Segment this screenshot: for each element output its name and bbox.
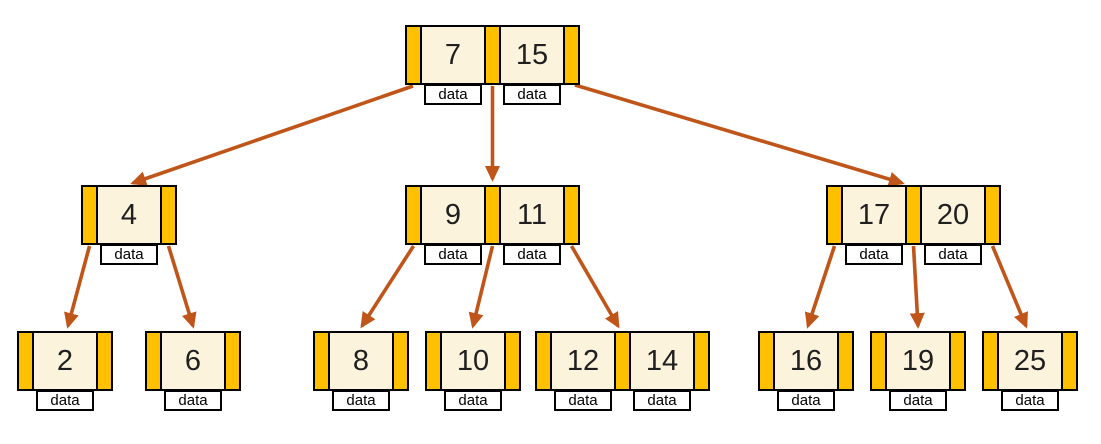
key-cell: 16 data: [775, 331, 837, 411]
key-cell: 7 data: [422, 25, 484, 105]
child-pointer-slot: [160, 185, 177, 245]
btree-node-25: 25 data: [982, 331, 1078, 411]
key-cell: 2 data: [34, 331, 96, 411]
child-pointer-slot: [984, 185, 1001, 245]
btree-node-4: 4 data: [81, 185, 177, 265]
key-cell: 17 data: [843, 185, 905, 265]
child-pointer-slot: [563, 185, 580, 245]
data-pointer-box: data: [554, 390, 612, 411]
btree-node-12-14: 12 data 14 data: [535, 331, 710, 411]
key-cell: 6 data: [162, 331, 224, 411]
child-pointer-slot: [17, 331, 34, 391]
key-cell: 19 data: [887, 331, 949, 411]
key-value: 15: [501, 25, 563, 85]
btree-node-9-11: 9 data 11 data: [405, 185, 580, 265]
btree-node-7-15: 7 data 15 data: [405, 25, 580, 105]
key-value: 12: [552, 331, 614, 391]
key-cell: 9 data: [422, 185, 484, 265]
child-pointer-slot: [982, 331, 999, 391]
key-value: 25: [999, 331, 1061, 391]
key-cell: 12 data: [552, 331, 614, 411]
child-pointer-slot: [614, 331, 631, 391]
child-pointer-slot: [949, 331, 966, 391]
child-pointer-slot: [535, 331, 552, 391]
data-pointer-box: data: [100, 244, 158, 265]
data-pointer-box: data: [36, 390, 94, 411]
key-value: 10: [442, 331, 504, 391]
btree-node-10: 10 data: [425, 331, 521, 411]
key-cell: 8 data: [330, 331, 392, 411]
key-cell: 4 data: [98, 185, 160, 265]
key-value: 11: [501, 185, 563, 245]
data-pointer-box: data: [777, 390, 835, 411]
data-pointer-box: data: [633, 390, 691, 411]
data-pointer-box: data: [1001, 390, 1059, 411]
child-pointer-slot: [1061, 331, 1078, 391]
key-value: 7: [422, 25, 484, 85]
child-pointer-slot: [693, 331, 710, 391]
data-pointer-box: data: [424, 84, 482, 105]
child-pointer-slot: [96, 331, 113, 391]
child-pointer-slot: [145, 331, 162, 391]
btree-node-17-20: 17 data 20 data: [826, 185, 1001, 265]
child-pointer-slot: [905, 185, 922, 245]
data-pointer-box: data: [332, 390, 390, 411]
key-value: 6: [162, 331, 224, 391]
key-cell: 20 data: [922, 185, 984, 265]
key-value: 17: [843, 185, 905, 245]
child-pointer-slot: [405, 185, 422, 245]
btree-node-19: 19 data: [870, 331, 966, 411]
key-cell: 14 data: [631, 331, 693, 411]
child-pointer-slot: [563, 25, 580, 85]
child-pointer-slot: [758, 331, 775, 391]
btree-node-6: 6 data: [145, 331, 241, 411]
edge-root-to-17-20: [574, 83, 905, 187]
edge-root-to-4: [130, 84, 414, 186]
child-pointer-slot: [837, 331, 854, 391]
child-pointer-slot: [870, 331, 887, 391]
key-value: 9: [422, 185, 484, 245]
key-value: 19: [887, 331, 949, 391]
child-pointer-slot: [81, 185, 98, 245]
data-pointer-box: data: [164, 390, 222, 411]
child-pointer-slot: [392, 331, 409, 391]
data-pointer-box: data: [424, 244, 482, 265]
data-pointer-box: data: [503, 84, 561, 105]
child-pointer-slot: [313, 331, 330, 391]
child-pointer-slot: [484, 185, 501, 245]
btree-node-2: 2 data: [17, 331, 113, 411]
child-pointer-slot: [826, 185, 843, 245]
child-pointer-slot: [405, 25, 422, 85]
key-cell: 15 data: [501, 25, 563, 105]
key-value: 8: [330, 331, 392, 391]
key-value: 14: [631, 331, 693, 391]
child-pointer-slot: [484, 25, 501, 85]
child-pointer-slot: [504, 331, 521, 391]
key-value: 20: [922, 185, 984, 245]
key-cell: 25 data: [999, 331, 1061, 411]
data-pointer-box: data: [503, 244, 561, 265]
data-pointer-box: data: [444, 390, 502, 411]
data-pointer-box: data: [924, 244, 982, 265]
data-pointer-box: data: [845, 244, 903, 265]
key-value: 16: [775, 331, 837, 391]
key-value: 4: [98, 185, 160, 245]
key-value: 2: [34, 331, 96, 391]
data-pointer-box: data: [889, 390, 947, 411]
child-pointer-slot: [224, 331, 241, 391]
child-pointer-slot: [425, 331, 442, 391]
btree-node-8: 8 data: [313, 331, 409, 411]
btree-node-16: 16 data: [758, 331, 854, 411]
key-cell: 11 data: [501, 185, 563, 265]
key-cell: 10 data: [442, 331, 504, 411]
